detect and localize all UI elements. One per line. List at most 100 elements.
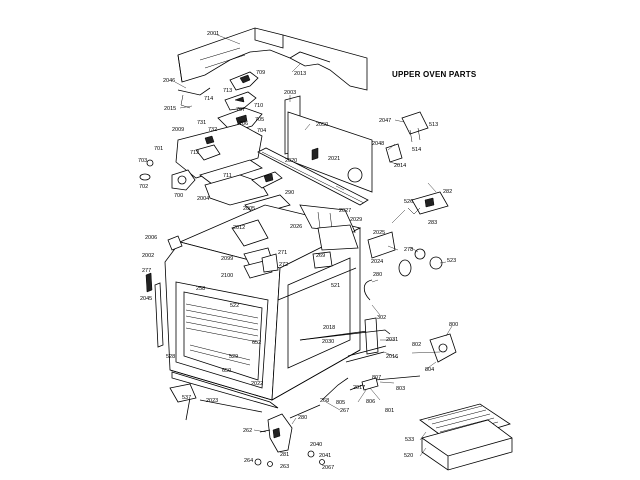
label-268: 268 xyxy=(320,398,329,404)
label-277: 277 xyxy=(142,268,151,274)
label-2022: 2022 xyxy=(251,381,263,387)
label-2025: 2025 xyxy=(373,230,385,236)
label-2067: 2067 xyxy=(322,465,334,471)
label-709: 709 xyxy=(256,70,265,76)
label-281: 281 xyxy=(280,452,289,458)
broil-pan xyxy=(419,403,513,471)
label-271: 271 xyxy=(278,250,287,256)
label-2004: 2004 xyxy=(197,196,209,202)
label-302: 302 xyxy=(377,315,386,321)
label-652: 652 xyxy=(252,340,261,346)
switch-plate xyxy=(175,123,263,185)
label-704: 704 xyxy=(257,128,266,134)
part-labels: 2001 2013 2046 709 713 714 2015 707 710 … xyxy=(138,31,458,471)
label-711: 711 xyxy=(223,173,232,179)
hinge-parts xyxy=(254,413,325,467)
label-2046: 2046 xyxy=(163,78,175,84)
label-804: 804 xyxy=(425,367,434,373)
label-267: 267 xyxy=(340,408,349,414)
label-713: 713 xyxy=(223,88,232,94)
label-2009: 2009 xyxy=(172,127,184,133)
label-732: 732 xyxy=(208,127,217,133)
label-2003: 2003 xyxy=(284,90,296,96)
label-2031: 2031 xyxy=(386,337,398,343)
label-2020: 2020 xyxy=(285,158,297,164)
label-522: 522 xyxy=(230,303,239,309)
label-269: 269 xyxy=(316,253,325,259)
label-283: 283 xyxy=(428,220,437,226)
label-707: 707 xyxy=(236,107,245,113)
label-533: 533 xyxy=(405,437,414,443)
label-2021: 2021 xyxy=(328,156,340,162)
label-2024: 2024 xyxy=(371,259,383,265)
label-702: 702 xyxy=(139,184,148,190)
leader-lines xyxy=(174,33,453,457)
label-523: 523 xyxy=(447,258,456,264)
label-2005: 2005 xyxy=(243,206,255,212)
oven-cavity xyxy=(164,204,376,409)
label-710: 710 xyxy=(254,103,263,109)
label-714: 714 xyxy=(204,96,213,102)
label-272: 272 xyxy=(279,262,288,268)
label-805: 805 xyxy=(336,400,345,406)
label-2002: 2002 xyxy=(142,253,154,259)
label-2027: 2027 xyxy=(339,208,351,214)
top-cover-duct xyxy=(177,27,368,109)
label-2050: 2050 xyxy=(316,122,328,128)
label-2015: 2015 xyxy=(164,106,176,112)
label-282: 282 xyxy=(443,189,452,195)
right-side-components xyxy=(345,111,457,363)
label-514: 514 xyxy=(412,147,421,153)
diagram-title: UPPER OVEN PARTS xyxy=(392,70,477,79)
label-278: 278 xyxy=(404,247,413,253)
label-701: 701 xyxy=(154,146,163,152)
label-2047: 2047 xyxy=(379,118,391,124)
label-258: 258 xyxy=(196,286,205,292)
label-2099: 2099 xyxy=(221,256,233,262)
label-703: 703 xyxy=(138,158,147,164)
label-2030: 2030 xyxy=(322,339,334,345)
label-801: 801 xyxy=(385,408,394,414)
label-526: 526 xyxy=(404,199,413,205)
label-2100: 2100 xyxy=(221,273,233,279)
label-280: 280 xyxy=(373,272,382,278)
label-529: 529 xyxy=(229,354,238,360)
label-700: 700 xyxy=(174,193,183,199)
top-crossbar xyxy=(257,147,369,206)
bottom-left-parts xyxy=(169,383,263,421)
label-2014: 2014 xyxy=(394,163,406,169)
label-280-door: 280 xyxy=(298,415,307,421)
label-2001: 2001 xyxy=(207,31,219,37)
label-2026: 2026 xyxy=(290,224,302,230)
bottom-elements xyxy=(289,329,421,419)
label-706: 706 xyxy=(239,121,248,127)
label-2018: 2018 xyxy=(323,325,335,331)
label-2029: 2029 xyxy=(350,217,362,223)
label-264: 264 xyxy=(244,458,253,464)
left-trim xyxy=(145,235,183,348)
label-705: 705 xyxy=(255,117,264,123)
label-2023: 2023 xyxy=(206,398,218,404)
label-712: 712 xyxy=(190,150,199,156)
label-520: 520 xyxy=(404,453,413,459)
label-2006: 2006 xyxy=(145,235,157,241)
label-2048: 2048 xyxy=(372,141,384,147)
label-521: 521 xyxy=(331,283,340,289)
label-650: 650 xyxy=(222,368,231,374)
label-2016: 2016 xyxy=(386,354,398,360)
label-2041: 2041 xyxy=(319,453,331,459)
label-2040: 2040 xyxy=(310,442,322,448)
label-262: 262 xyxy=(243,428,252,434)
label-2013: 2013 xyxy=(294,71,306,77)
label-803: 803 xyxy=(396,386,405,392)
label-2045: 2045 xyxy=(140,296,152,302)
label-731: 731 xyxy=(197,120,206,126)
label-537: 537 xyxy=(182,395,191,401)
label-2012: 2012 xyxy=(233,225,245,231)
label-513: 513 xyxy=(429,122,438,128)
label-290: 290 xyxy=(285,190,294,196)
label-802: 802 xyxy=(412,342,421,348)
label-807: 807 xyxy=(372,375,381,381)
label-800: 800 xyxy=(449,322,458,328)
